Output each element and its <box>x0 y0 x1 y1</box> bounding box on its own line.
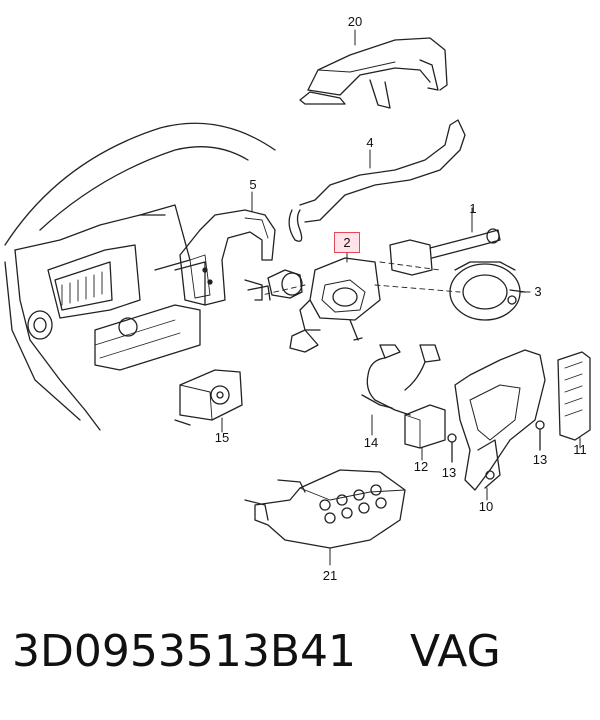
dashboard-outline <box>4 122 276 431</box>
part-5-housing <box>179 191 276 306</box>
lock-cylinder <box>247 269 303 301</box>
part-4-trim-strip <box>288 119 466 242</box>
callout-10: 10 <box>478 499 494 514</box>
part-3-clock-spring <box>449 261 531 321</box>
part-14-harness <box>361 344 441 436</box>
callout-14: 14 <box>363 435 379 450</box>
part-13-screw-right <box>535 420 545 451</box>
callout-5: 5 <box>249 177 257 192</box>
callout-3: 3 <box>534 284 542 299</box>
exploded-parts-diagram: 1 2 3 4 5 10 11 12 13 13 14 15 20 21 <box>4 14 591 583</box>
part-number-text: 3D0953513B41 <box>12 626 357 677</box>
callout-13-left: 13 <box>441 465 457 480</box>
callout-21: 21 <box>322 568 338 583</box>
part-20-upper-trim <box>299 29 448 109</box>
assembly-lines <box>261 261 461 296</box>
callout-15: 15 <box>214 430 230 445</box>
callout-12: 12 <box>413 459 429 474</box>
part-11-board <box>557 351 591 449</box>
part-1-stalk <box>389 207 501 276</box>
callout-13-right: 13 <box>532 452 548 467</box>
part-13-screw-left <box>447 433 457 463</box>
callout-4: 4 <box>366 135 374 150</box>
part-12-module <box>404 404 446 461</box>
callout-11: 11 <box>573 442 587 457</box>
part-10-bracket <box>454 349 546 501</box>
part-15-switch-unit <box>174 369 243 433</box>
part-2-column-switch <box>289 249 381 353</box>
callout-20: 20 <box>347 14 363 29</box>
callout-2-highlighted: 2 <box>334 232 360 253</box>
diagram-drawing <box>4 29 591 566</box>
brand-text: VAG <box>410 626 501 677</box>
part-21-lower-trim <box>244 469 406 566</box>
callout-1: 1 <box>469 201 477 216</box>
footer-caption: 3D0953513B41 VAG <box>0 610 600 720</box>
